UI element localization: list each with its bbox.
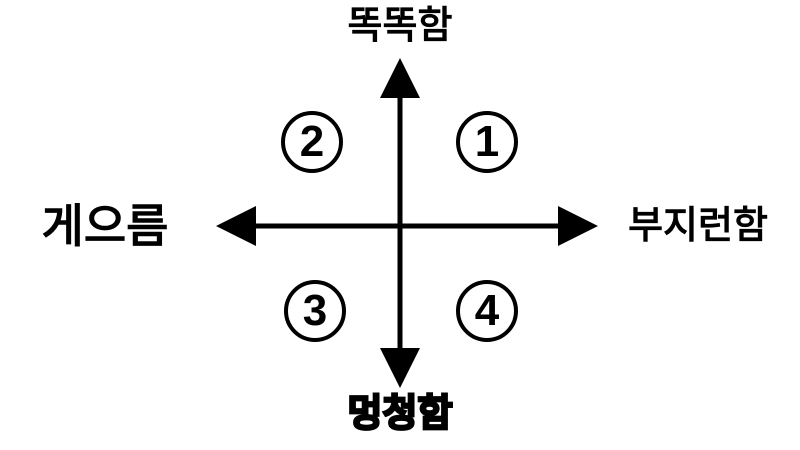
- quadrant-4-circled-number: 4: [456, 280, 518, 342]
- axis-label-top: 똑똑함: [347, 5, 453, 47]
- axis-label-left: 게으름: [41, 200, 169, 252]
- axis-label-bottom: 멍청함: [346, 393, 453, 435]
- quadrant-1-circled-number: 1: [456, 111, 518, 173]
- axis-label-right: 부지런함: [628, 205, 768, 247]
- quadrant-3-circled-number: 3: [284, 280, 346, 342]
- quadrant-2-circled-number: 2: [281, 111, 343, 173]
